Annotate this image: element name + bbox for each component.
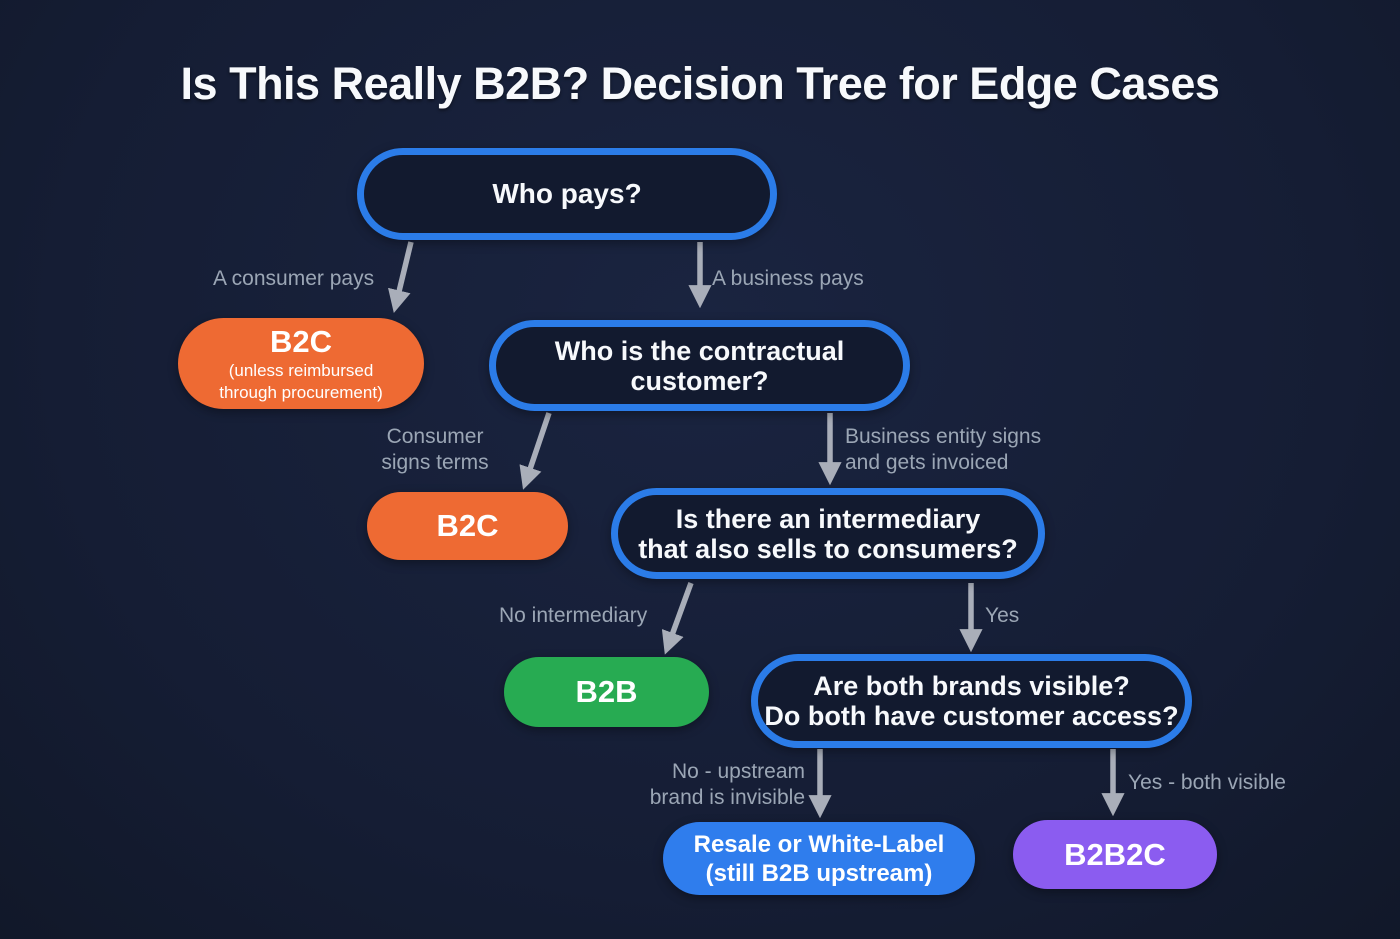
- edge-label-a-consumer-pays: A consumer pays: [213, 267, 375, 290]
- edge-label-line: signs terms: [381, 451, 489, 474]
- question-node-intermediary: Is there an intermediary that also sells…: [611, 488, 1045, 579]
- result-subtext-line: through procurement): [219, 382, 383, 402]
- edge-contractual-to-b2c: [519, 412, 552, 490]
- question-text-line: customer?: [630, 365, 769, 396]
- edge-whopays-to-b2c: [388, 241, 414, 313]
- question-text-line: Who is the contractual: [554, 335, 845, 366]
- result-label: B2C: [269, 323, 332, 359]
- result-label: B2B2C: [1064, 836, 1166, 872]
- result-pill-b2c: B2C: [367, 492, 568, 560]
- result-label-line: Resale or White-Label: [693, 830, 945, 858]
- result-subtext-line: (unless reimbursed: [228, 360, 374, 380]
- question-text: Who pays?: [492, 178, 642, 209]
- edge-label-line: Business entity signs: [845, 425, 1042, 448]
- edge-label-a-business-pays: A business pays: [712, 267, 864, 290]
- question-text-line: Do both have customer access?: [764, 701, 1179, 731]
- question-node-brands-visible: Are both brands visible? Do both have cu…: [751, 654, 1192, 748]
- page-title: Is This Really B2B? Decision Tree for Ed…: [180, 58, 1220, 109]
- edge-label-business-entity-signs: Business entity signs and gets invoiced: [845, 424, 1075, 476]
- edge-intermediary-to-b2b: [661, 582, 694, 655]
- edge-label-line: No - upstream: [671, 760, 805, 783]
- edge-label-no-intermediary: No intermediary: [499, 604, 648, 627]
- question-text-line: Is there an intermediary: [675, 503, 981, 534]
- question-text-line: Are both brands visible?: [813, 671, 1130, 701]
- edge-label-consumer-signs-terms: Consumer signs terms: [360, 424, 510, 476]
- question-text-line: that also sells to consumers?: [638, 533, 1018, 564]
- result-pill-b2b: B2B: [504, 657, 709, 727]
- result-pill-b2b2c: B2B2C: [1013, 820, 1217, 889]
- edge-label-yes: Yes: [985, 604, 1020, 627]
- result-label-line: (still B2B upstream): [705, 859, 933, 887]
- result-pill-resale-white-label: Resale or White-Label (still B2B upstrea…: [663, 822, 975, 895]
- result-label: B2B: [575, 674, 638, 709]
- question-node-contractual-customer: Who is the contractual customer?: [489, 320, 910, 411]
- question-node-who-pays: Who pays?: [357, 148, 777, 240]
- edge-label-no-upstream-invisible: No - upstream brand is invisible: [600, 759, 805, 811]
- result-label: B2C: [436, 508, 499, 543]
- edge-label-line: brand is invisible: [649, 786, 805, 809]
- result-pill-b2c-reimbursed: B2C (unless reimbursed through procureme…: [178, 318, 424, 409]
- edge-label-line: Consumer: [386, 425, 484, 448]
- edge-label-line: and gets invoiced: [845, 451, 1009, 474]
- edge-label-yes-both-visible: Yes - both visible: [1128, 771, 1286, 794]
